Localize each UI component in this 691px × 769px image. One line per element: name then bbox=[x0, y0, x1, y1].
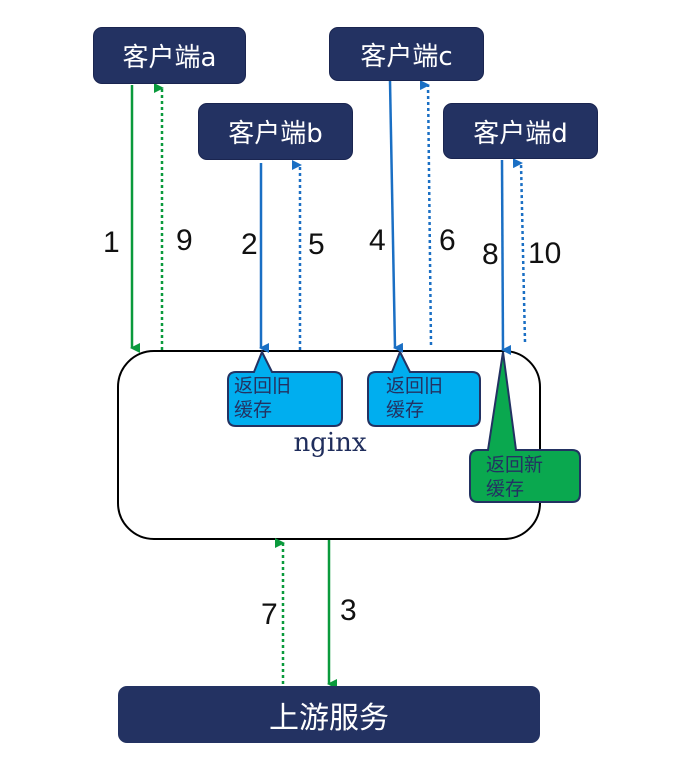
client-c-box: 客户端c bbox=[329, 27, 484, 81]
callout-new-cache-line2: 缓存 bbox=[486, 478, 525, 500]
step-label-1: 1 bbox=[103, 226, 120, 259]
step-label-4: 4 bbox=[369, 224, 386, 257]
nginx-label: nginx bbox=[293, 428, 367, 458]
callout-old-cache-2-line2: 缓存 bbox=[386, 399, 425, 421]
callout-old-cache-1-line1: 返回旧 bbox=[234, 375, 292, 397]
step-label-5: 5 bbox=[308, 228, 325, 261]
step-label-9: 9 bbox=[176, 224, 193, 257]
arrow-step-4 bbox=[388, 80, 404, 353]
client-b-box: 客户端b bbox=[198, 103, 353, 160]
callout-new-cache-line1: 返回新 bbox=[486, 454, 544, 476]
step-label-8: 8 bbox=[482, 238, 499, 271]
callout-old-cache-1-text: 返回旧 缓存 bbox=[234, 374, 291, 422]
client-a-box: 客户端a bbox=[93, 27, 246, 84]
callout-new-cache bbox=[469, 351, 581, 503]
step-label-2: 2 bbox=[241, 228, 258, 261]
callout-old-cache-1-line2: 缓存 bbox=[234, 399, 273, 421]
callout-old-cache-2-text: 返回旧 缓存 bbox=[386, 374, 443, 422]
arrow-step-8 bbox=[500, 159, 512, 355]
callout-old-cache-2-line1: 返回旧 bbox=[386, 375, 444, 397]
step-label-6: 6 bbox=[439, 224, 456, 257]
client-d-box: 客户端d bbox=[443, 103, 598, 159]
step-label-7: 7 bbox=[261, 598, 278, 631]
arrow-step-6 bbox=[419, 80, 433, 346]
step-label-3: 3 bbox=[340, 594, 357, 627]
upstream-service-box: 上游服务 bbox=[118, 686, 540, 743]
step-label-10: 10 bbox=[528, 237, 562, 270]
callout-old-cache-1 bbox=[227, 349, 343, 427]
callout-old-cache-2 bbox=[367, 349, 481, 427]
arrow-step-10 bbox=[512, 158, 527, 343]
callout-new-cache-text: 返回新 缓存 bbox=[486, 453, 543, 501]
